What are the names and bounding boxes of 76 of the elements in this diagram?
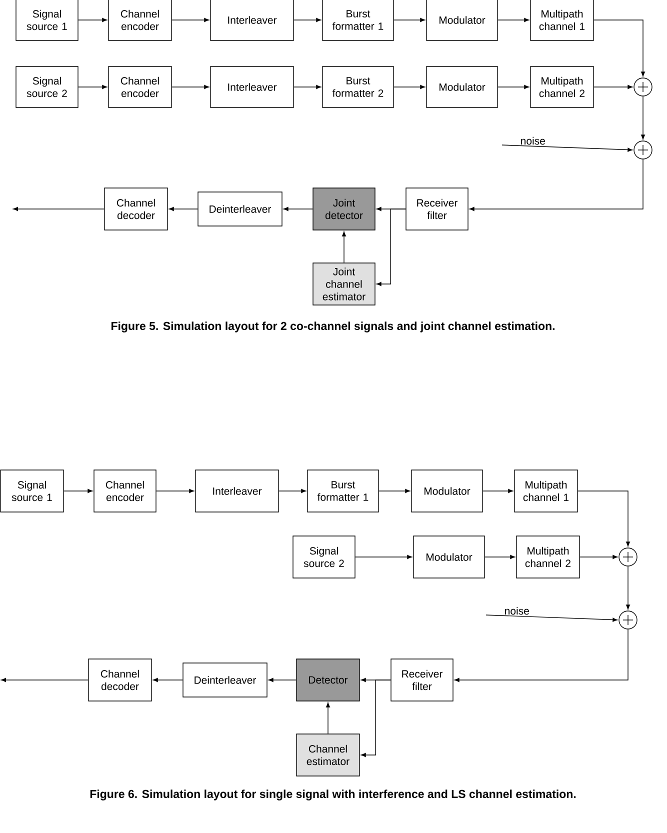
arrow — [13, 207, 104, 211]
arrow — [326, 702, 330, 734]
process-box: Burst formatter 1 — [322, 0, 394, 41]
process-box: Interleaver — [195, 470, 279, 512]
arrow — [594, 20, 645, 77]
arrow — [376, 208, 406, 286]
arrow — [484, 555, 516, 559]
process-box: Receiver filter — [390, 658, 454, 702]
arrow — [268, 678, 296, 682]
arrow — [78, 85, 108, 89]
arrow — [1, 678, 88, 682]
arrow — [578, 490, 630, 547]
process-box: Burst formatter 2 — [322, 66, 394, 108]
arrow — [294, 85, 322, 89]
arrow — [278, 489, 306, 493]
arrow — [394, 18, 426, 22]
arrow — [152, 678, 183, 682]
process-box: Burst formatter 1 — [307, 470, 379, 512]
process-box: Modulator — [426, 66, 498, 108]
process-box: Channel encoder — [94, 470, 156, 512]
arrow — [378, 489, 410, 493]
arrow — [486, 614, 618, 622]
process-box: Deinterleaver — [182, 662, 268, 698]
summing-junction — [634, 78, 652, 96]
estimator-box: Channel estimator — [296, 734, 360, 776]
process-box: Multipath channel 2 — [516, 536, 580, 578]
process-box: Signal source 2 — [16, 66, 78, 108]
arrow — [454, 629, 628, 682]
process-box: Channel encoder — [108, 0, 172, 41]
process-box: Modulator — [411, 470, 483, 512]
detector-box: Detector — [296, 658, 360, 702]
process-box: Receiver filter — [406, 188, 468, 230]
process-box: Modulator — [413, 536, 485, 578]
arrow — [168, 207, 198, 211]
arrow — [641, 96, 645, 140]
signal-label: noise — [505, 606, 529, 615]
arrow — [626, 566, 630, 610]
figure-caption: Figure 5. Simulation layout for 2 co-channel signals and joint channel estimation. — [112, 322, 554, 332]
summing-junction — [618, 610, 638, 630]
arrow — [594, 85, 633, 89]
process-box: Interleaver — [210, 66, 294, 108]
process-box: Signal source 1 — [0, 470, 64, 512]
process-box: Multipath channel 1 — [514, 470, 578, 512]
arrow — [360, 680, 391, 757]
arrow — [498, 18, 530, 22]
process-box: Signal source 1 — [16, 0, 78, 41]
arrow — [394, 85, 426, 89]
estimator-box: Joint channel estimator — [312, 262, 376, 306]
arrow — [498, 85, 530, 89]
arrow — [172, 85, 210, 89]
detector-box: Joint detector — [312, 188, 376, 230]
arrow — [482, 489, 514, 493]
process-box: Channel encoder — [108, 66, 172, 108]
process-box: Channel decoder — [104, 188, 168, 230]
process-box: Modulator — [426, 0, 498, 41]
process-box: Signal source 2 — [292, 536, 356, 578]
arrow — [64, 489, 93, 493]
signal-label: noise — [521, 136, 545, 145]
arrow — [355, 555, 412, 559]
arrow — [283, 207, 313, 211]
arrow — [502, 144, 633, 152]
arrow — [172, 18, 210, 22]
arrow — [156, 489, 194, 493]
arrow — [580, 555, 618, 559]
arrow — [469, 159, 644, 211]
arrow — [294, 18, 322, 22]
figure-caption: Figure 6. Simulation layout for single signal with interference and LS channel estimation. — [90, 790, 576, 800]
process-box: Deinterleaver — [198, 192, 282, 226]
process-box: Multipath channel 1 — [530, 0, 594, 41]
process-box: Interleaver — [210, 0, 294, 41]
summing-junction — [634, 140, 652, 160]
arrow — [78, 18, 108, 22]
arrow — [342, 231, 346, 263]
process-box: Multipath channel 2 — [530, 66, 594, 108]
summing-junction — [618, 548, 638, 566]
process-box: Channel decoder — [88, 658, 152, 702]
